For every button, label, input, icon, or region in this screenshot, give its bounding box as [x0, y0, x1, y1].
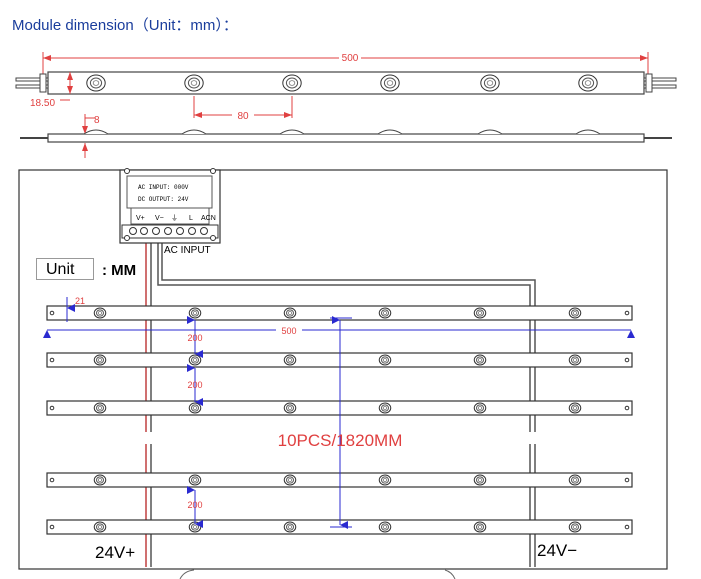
top-height-label: 18.50 — [30, 98, 55, 109]
led-lens — [93, 402, 107, 414]
led-lens — [283, 307, 297, 319]
array-length-label: 500 — [281, 326, 296, 336]
lens-bump — [279, 129, 305, 135]
top-thickness-label: 8 — [94, 115, 100, 126]
spacing-label-2: 200 — [187, 380, 202, 390]
bottom-curve-left — [179, 569, 195, 579]
top-pitch-label: 80 — [237, 111, 249, 122]
module-front-view — [15, 52, 677, 118]
led-lens — [378, 402, 392, 414]
terminal-screw — [200, 227, 208, 235]
unit-value: : MM — [102, 262, 137, 279]
terminal-screw — [188, 227, 196, 235]
page-title: Module dimension（Unit：mm）： — [12, 17, 238, 34]
led-lens — [473, 354, 487, 366]
terminal-screw — [164, 227, 172, 235]
negative-label: 24V− — [537, 541, 577, 560]
led-lens — [378, 474, 392, 486]
led-lens — [378, 354, 392, 366]
positive-label: 24V+ — [95, 543, 135, 562]
led-lens — [378, 307, 392, 319]
led-lens — [283, 474, 297, 486]
terminal-screw — [140, 227, 148, 235]
terminal-label: V− — [155, 215, 164, 222]
led-lens — [568, 402, 582, 414]
led-lens — [480, 74, 500, 92]
terminal-label: ACN — [201, 215, 216, 222]
terminal-screw — [176, 227, 184, 235]
terminal-screw — [152, 227, 160, 235]
terminal-screw — [129, 227, 137, 235]
led-lens — [188, 354, 202, 366]
led-lens — [283, 521, 297, 533]
lens-bump — [83, 129, 109, 135]
array-height-label: 21 — [75, 296, 85, 306]
bottom-curve-right — [444, 569, 456, 579]
total-label: 10PCS/1820MM — [278, 431, 403, 450]
screw — [124, 168, 130, 174]
led-lens — [93, 521, 107, 533]
led-lens — [378, 521, 392, 533]
screw — [124, 235, 130, 241]
led-lens — [184, 74, 204, 92]
led-lens — [283, 402, 297, 414]
array-frame — [18, 169, 668, 570]
led-lens — [93, 474, 107, 486]
lens-bump — [477, 129, 503, 135]
lens-bump — [575, 129, 601, 135]
wire-breaks — [143, 432, 538, 444]
power-supply — [119, 168, 221, 244]
led-lens — [568, 521, 582, 533]
screw — [210, 235, 216, 241]
top-length-label: 500 — [342, 53, 359, 64]
led-lens — [188, 402, 202, 414]
terminal-label: L — [189, 215, 193, 222]
led-lens — [473, 402, 487, 414]
led-lens — [578, 74, 598, 92]
lens-bump — [181, 129, 207, 135]
spacing-label-3: 200 — [187, 500, 202, 510]
screw — [210, 168, 216, 174]
ps-line-1: AC INPUT: 000V — [138, 184, 189, 191]
terminal-label: ⏚ — [171, 214, 178, 222]
led-lens — [473, 521, 487, 533]
module-side-view — [20, 114, 672, 158]
led-lens — [380, 74, 400, 92]
led-lens — [568, 354, 582, 366]
led-lens — [93, 354, 107, 366]
unit-label-box: Unit — [36, 258, 94, 280]
ps-line-2: DC OUTPUT: 24V — [138, 196, 189, 203]
led-lens — [568, 474, 582, 486]
led-lens — [188, 307, 202, 319]
ac-input-label: AC INPUT — [164, 245, 211, 256]
spacing-label-1: 200 — [187, 333, 202, 343]
led-lens — [93, 307, 107, 319]
array-dimensions — [43, 297, 635, 529]
led-lens — [188, 474, 202, 486]
led-lens — [86, 74, 106, 92]
led-lens — [282, 74, 302, 92]
led-lens — [568, 307, 582, 319]
lens-bump — [377, 129, 403, 135]
led-lens — [283, 354, 297, 366]
terminal-label: V+ — [136, 215, 145, 222]
led-lens — [473, 307, 487, 319]
led-lens — [473, 474, 487, 486]
